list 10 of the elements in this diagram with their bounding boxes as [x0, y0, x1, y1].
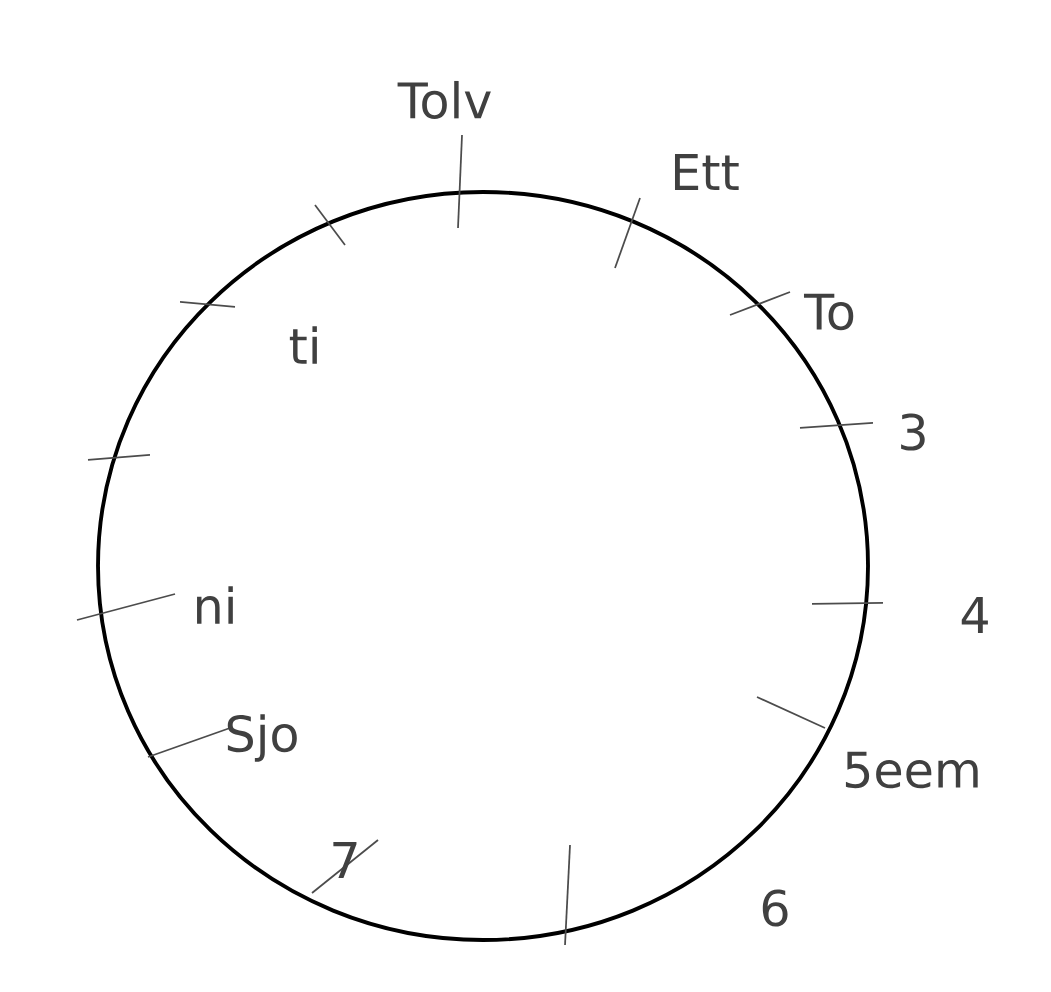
hour-label: ni: [197, 586, 233, 624]
hour-label: Sjo: [227, 714, 297, 762]
hour-label: 6: [762, 889, 788, 927]
hour-label: ti: [289, 326, 317, 364]
hour-label: 4: [961, 597, 988, 633]
hour-label: Tolv: [397, 80, 491, 119]
hour-label: 3: [901, 413, 925, 451]
hour-label: Ett: [675, 154, 739, 190]
hour-label: 5eem: [845, 751, 978, 789]
hour-label: To: [803, 293, 854, 331]
